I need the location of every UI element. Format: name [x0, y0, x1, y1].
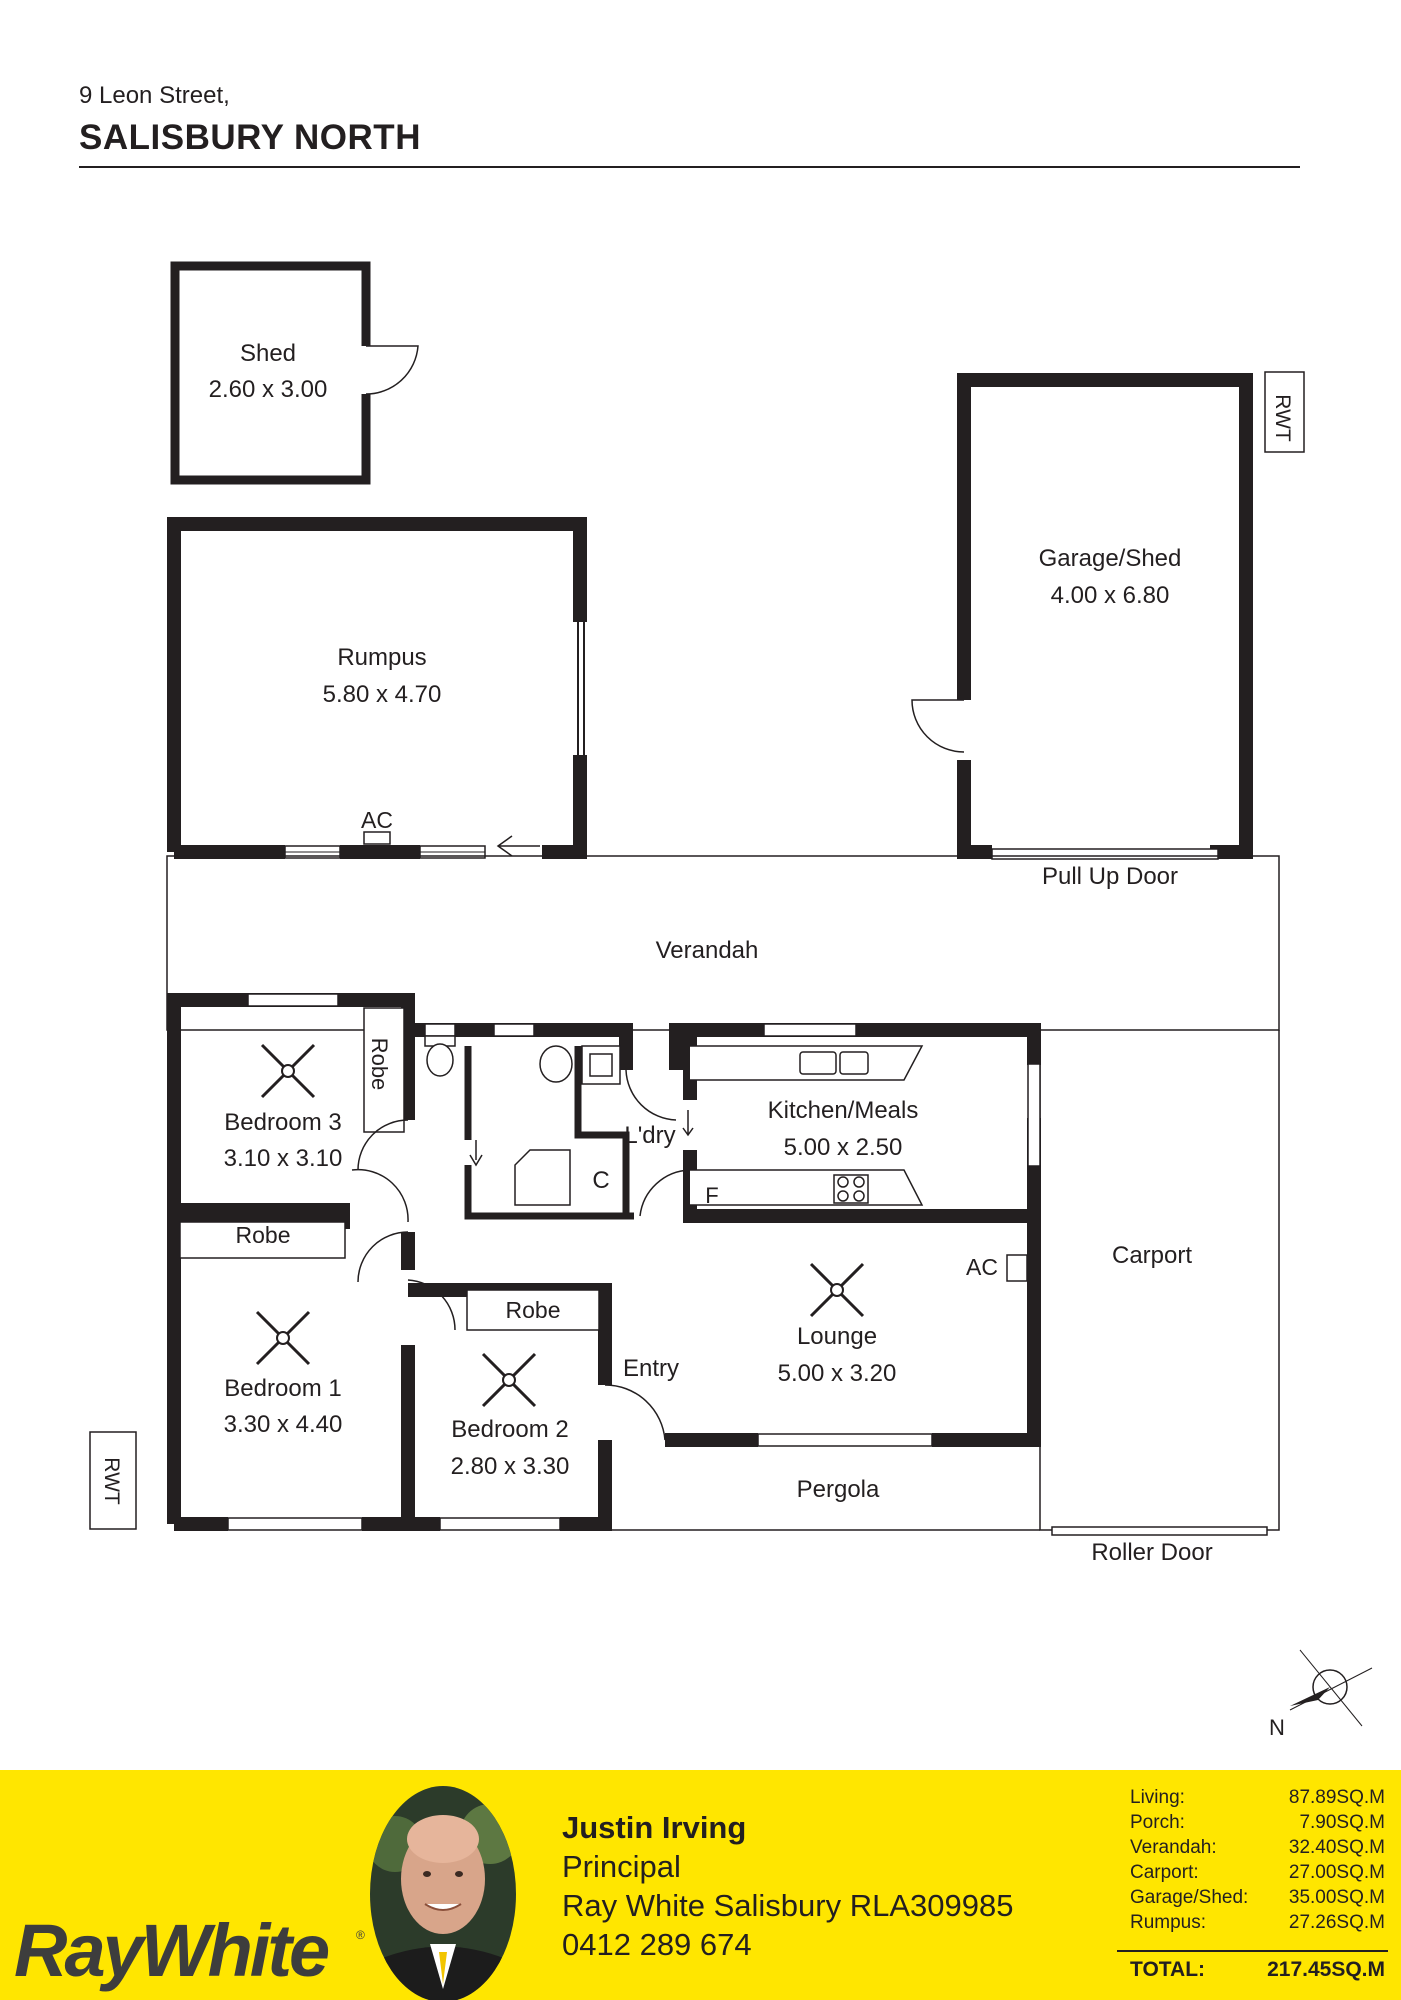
verandah-label: Verandah — [656, 937, 759, 964]
rumpus-ac-label: AC — [361, 807, 393, 833]
ceiling-fan-icon — [260, 1043, 316, 1099]
north-compass-icon — [1289, 1649, 1373, 1727]
total-value: 217.45SQ.M — [1267, 1958, 1385, 1981]
agent-phone[interactable]: 0412 289 674 — [562, 1927, 752, 1962]
rwt-box-bottom — [89, 1431, 137, 1530]
bedroom2-label: Bedroom 2 — [451, 1416, 568, 1443]
address-suburb: SALISBURY NORTH — [79, 118, 421, 157]
lounge-dims: 5.00 x 3.20 — [778, 1360, 897, 1387]
kitchen-label: Kitchen/Meals — [768, 1097, 919, 1124]
ceiling-fan-icon — [481, 1352, 537, 1408]
entry-label: Entry — [623, 1355, 679, 1382]
area-row: Verandah: 32.40SQ.M — [1130, 1835, 1385, 1860]
rumpus-outline — [167, 517, 587, 859]
floor-plan: Shed 2.60 x 3.00 Rumpus 5.80 x 4.70 AC G… — [89, 261, 1373, 1740]
door-swings — [351, 1069, 691, 1441]
interior-walls — [176, 1046, 1034, 1222]
agent-footer: RayWhite ® Justin Irving Principal Ray W… — [0, 1770, 1401, 2000]
lounge-label: Lounge — [797, 1323, 877, 1350]
area-summary: Living: 87.89SQ.M Porch: 7.90SQ.M Verandah… — [1130, 1785, 1385, 1935]
agent-title: Principal — [562, 1849, 681, 1884]
ceiling-fan-icon — [809, 1262, 865, 1318]
registered-mark: ® — [356, 1928, 365, 1942]
area-label: Living: — [1130, 1787, 1185, 1808]
agent-details: Justin Irving Principal Ray White Salisb… — [562, 1808, 1013, 1964]
agent-name: Justin Irving — [562, 1810, 747, 1845]
area-value: 27.00SQ.M — [1288, 1862, 1385, 1883]
area-label: Verandah: — [1130, 1837, 1217, 1858]
area-label: Carport: — [1130, 1862, 1199, 1883]
shed-outline — [170, 261, 419, 485]
robe-bed1 — [179, 1221, 346, 1259]
roller-door-label: Roller Door — [1091, 1539, 1212, 1566]
pergola-label: Pergola — [797, 1476, 880, 1503]
rumpus-label: Rumpus — [337, 644, 426, 671]
laundry-arrow — [682, 1110, 694, 1137]
robe-bed3-label: Robe — [367, 1038, 392, 1091]
area-total: TOTAL: 217.45SQ.M — [1130, 1958, 1385, 1982]
roller-door — [1051, 1526, 1268, 1536]
shed-dims: 2.60 x 3.00 — [209, 376, 328, 403]
rwt-box-top — [1264, 371, 1305, 453]
lounge-ac-unit — [1006, 1254, 1028, 1282]
robe-bed3 — [363, 1007, 405, 1133]
bedroom2-dims: 2.80 x 3.30 — [451, 1453, 570, 1480]
rwt-label-top: RWT — [1271, 394, 1294, 442]
agent-photo — [370, 1786, 516, 2000]
area-value: 32.40SQ.M — [1288, 1837, 1385, 1858]
laundry-label: L'dry — [624, 1122, 675, 1149]
garage-dims: 4.00 x 6.80 — [1051, 582, 1170, 609]
bedroom3-dims: 3.10 x 3.10 — [224, 1145, 343, 1172]
area-row: Living: 87.89SQ.M — [1130, 1785, 1385, 1810]
ceiling-fan-icon — [255, 1310, 311, 1366]
shed-label: Shed — [240, 340, 296, 367]
area-value: 87.89SQ.M — [1288, 1787, 1385, 1808]
total-label: TOTAL: — [1130, 1958, 1206, 1981]
bedroom1-dims: 3.30 x 4.40 — [224, 1411, 343, 1438]
robe-bed1-label: Robe — [236, 1222, 291, 1248]
bedroom3-label: Bedroom 3 — [224, 1109, 341, 1136]
bedroom1-label: Bedroom 1 — [224, 1375, 341, 1402]
area-row: Porch: 7.90SQ.M — [1130, 1810, 1385, 1835]
fridge-label: F — [705, 1183, 718, 1208]
robe-bed2-label: Robe — [506, 1297, 561, 1323]
bathroom-fixtures — [424, 1035, 621, 1206]
area-row: Carport: 27.00SQ.M — [1130, 1860, 1385, 1885]
header-divider — [79, 166, 1300, 168]
house-windows — [227, 993, 1041, 1531]
total-divider — [1117, 1950, 1388, 1952]
garage-label: Garage/Shed — [1039, 545, 1182, 572]
area-row: Garage/Shed: 35.00SQ.M — [1130, 1885, 1385, 1910]
area-row: Rumpus: 27.26SQ.M — [1130, 1910, 1385, 1935]
ray-white-logo: RayWhite — [14, 1909, 330, 1992]
address-street: 9 Leon Street, — [79, 82, 230, 109]
area-label: Rumpus: — [1130, 1912, 1207, 1933]
robe-bed2 — [466, 1289, 600, 1331]
kitchen-dims: 5.00 x 2.50 — [784, 1134, 903, 1161]
rwt-label-bottom: RWT — [100, 1457, 123, 1505]
carport-label: Carport — [1112, 1242, 1192, 1269]
lounge-ac-label: AC — [966, 1254, 998, 1280]
pull-up-door-label: Pull Up Door — [1042, 863, 1178, 890]
cupboard-label: C — [592, 1167, 609, 1194]
kitchen-fixtures — [690, 1045, 924, 1206]
garage-outline — [911, 373, 1253, 860]
agent-office: Ray White Salisbury RLA309985 — [562, 1888, 1014, 1923]
area-label: Porch: — [1130, 1812, 1185, 1833]
area-value: 35.00SQ.M — [1288, 1887, 1385, 1908]
area-value: 7.90SQ.M — [1299, 1812, 1385, 1833]
north-label: N — [1269, 1715, 1285, 1740]
rumpus-dims: 5.80 x 4.70 — [323, 681, 442, 708]
carport-area — [1039, 1030, 1280, 1531]
area-value: 27.26SQ.M — [1288, 1912, 1385, 1933]
area-label: Garage/Shed: — [1130, 1887, 1249, 1908]
